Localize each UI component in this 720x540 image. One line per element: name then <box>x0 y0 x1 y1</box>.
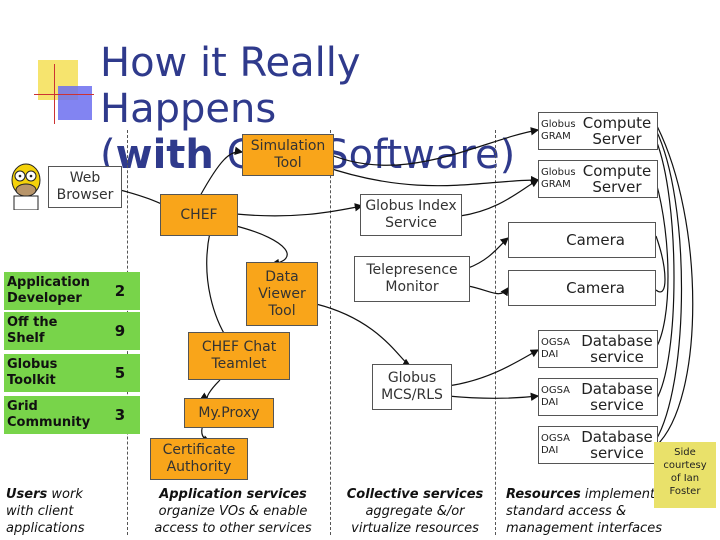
database-1-label: Database service <box>581 332 653 366</box>
database-service-1: OGSA DAI Database service <box>538 330 658 368</box>
compute-1-label: Compute Server <box>582 114 652 148</box>
simulation-tool-box: Simulation Tool <box>242 134 334 176</box>
data-viewer-label: Data Viewer Tool <box>258 268 306 319</box>
camera-2-label: Camera <box>566 279 625 297</box>
telepresence-label: Telepresence Monitor <box>366 262 458 295</box>
database-3-middleware: OGSA DAI <box>541 433 570 456</box>
database-2-label: Database service <box>581 380 653 414</box>
divider-3 <box>495 130 496 535</box>
slide-logo <box>34 60 94 130</box>
chef-chat-label: CHEF Chat Teamlet <box>201 339 277 372</box>
database-3-label: Database service <box>581 428 653 462</box>
table-row-label: Application Developer <box>4 272 100 310</box>
table-row-value: 9 <box>100 312 140 350</box>
table-row-label: Off the Shelf <box>4 312 100 350</box>
chef-box: CHEF <box>160 194 238 236</box>
telepresence-box: Telepresence Monitor <box>354 256 470 302</box>
compute-2-middleware: Globus GRAM <box>541 167 576 190</box>
user-avatar-icon <box>4 160 48 211</box>
homer-character-icon <box>11 163 41 211</box>
table-row-label: Globus Toolkit <box>4 354 100 392</box>
globus-mcs-label: Globus MCS/RLS <box>381 370 443 403</box>
footer-application-services: Application services organize VOs & enab… <box>154 487 312 536</box>
web-browser-box: Web Browser <box>48 166 122 208</box>
database-2-middleware: OGSA DAI <box>541 385 570 408</box>
globus-index-label: Globus Index Service <box>365 198 457 231</box>
chef-label: CHEF <box>180 206 218 223</box>
globus-mcs-box: Globus MCS/RLS <box>372 364 452 410</box>
myproxy-label: My.Proxy <box>198 404 260 421</box>
compute-2-label: Compute Server <box>582 162 652 196</box>
myproxy-box: My.Proxy <box>184 398 274 428</box>
table-row-value: 3 <box>100 396 140 434</box>
globus-index-box: Globus Index Service <box>360 194 462 236</box>
simulation-tool-label: Simulation Tool <box>250 138 326 171</box>
data-viewer-box: Data Viewer Tool <box>246 262 318 326</box>
side-note: Side courtesy of Ian Foster <box>654 442 716 508</box>
database-service-2: OGSA DAI Database service <box>538 378 658 416</box>
table-row-value: 2 <box>100 272 140 310</box>
camera-2: Camera <box>508 270 656 306</box>
certificate-authority-label: Certificate Authority <box>162 442 236 475</box>
compute-server-2: Globus GRAM Compute Server <box>538 160 658 198</box>
chef-chat-box: CHEF Chat Teamlet <box>188 332 290 380</box>
camera-1: Camera <box>508 222 656 258</box>
web-browser-label: Web Browser <box>56 170 114 203</box>
title-line-1: How it Really Happens <box>100 40 361 132</box>
camera-1-label: Camera <box>566 231 625 249</box>
compute-server-1: Globus GRAM Compute Server <box>538 112 658 150</box>
table-row-value: 5 <box>100 354 140 392</box>
footer-collective-services: Collective services aggregate &/or virtu… <box>346 487 484 536</box>
database-1-middleware: OGSA DAI <box>541 337 570 360</box>
table-row-label: Grid Community <box>4 396 100 434</box>
divider-2 <box>330 130 331 535</box>
footer-resources: Resources implement standard access & ma… <box>506 487 662 536</box>
certificate-authority-box: Certificate Authority <box>150 438 248 480</box>
compute-1-middleware: Globus GRAM <box>541 119 576 142</box>
database-service-3: OGSA DAI Database service <box>538 426 658 464</box>
footer-users: Users work with client applications <box>6 487 85 536</box>
